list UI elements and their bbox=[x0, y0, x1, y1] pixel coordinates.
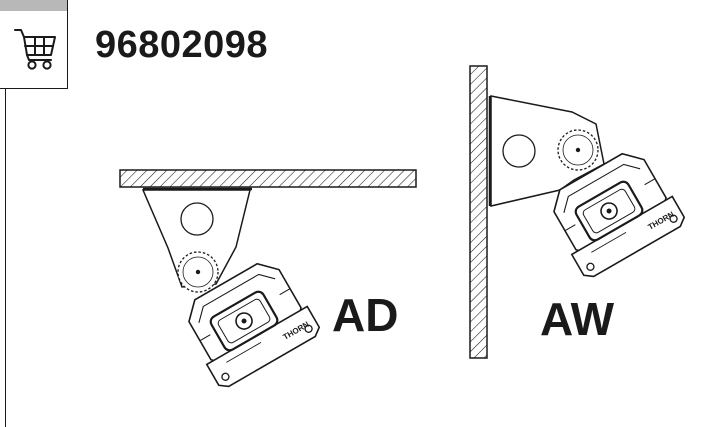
mount-label-ad: AD bbox=[332, 289, 399, 341]
aw-wall-mount-drawing: THORN bbox=[469, 65, 689, 359]
add-to-cart-button[interactable] bbox=[0, 11, 68, 89]
mount-label-aw: AW bbox=[540, 293, 615, 345]
ad-ceiling-mount-drawing: THORN bbox=[119, 169, 417, 392]
left-frame-border bbox=[0, 0, 6, 427]
shopping-cart-icon bbox=[14, 29, 56, 70]
product-code: 96802098 bbox=[95, 24, 269, 66]
